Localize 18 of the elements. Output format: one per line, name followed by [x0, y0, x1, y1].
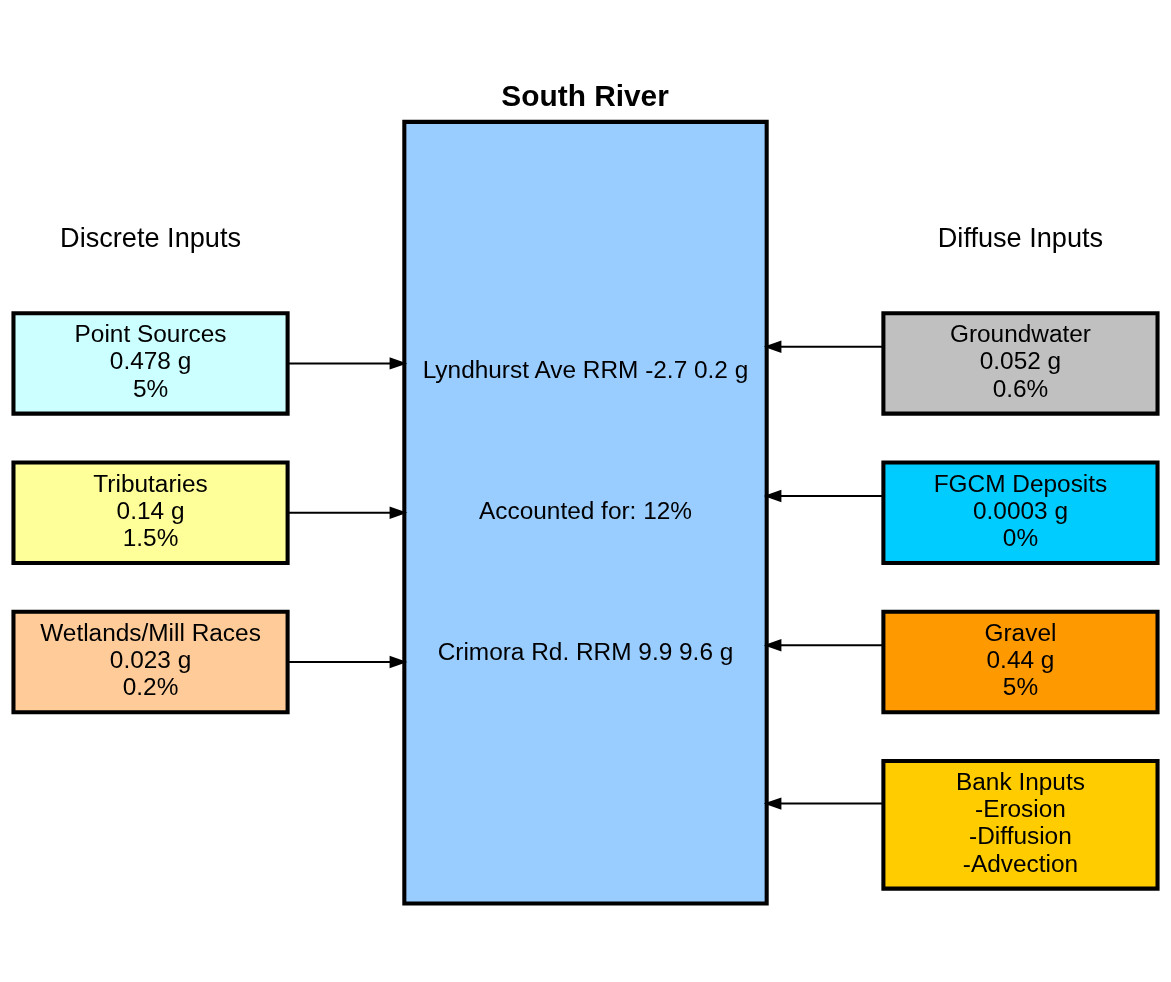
node-box: Lyndhurst Ave RRM -2.7 0.2 g Accounted for: 12% Crimora Rd. RRM 9.9 9.6 g [402, 119, 769, 906]
node-box: Point Sources 0.478 g 5% [11, 311, 290, 416]
arrow [288, 357, 408, 370]
label: Discrete Inputs [60, 221, 241, 253]
diagram-title: South River [501, 79, 669, 113]
node-box: Wetlands/Mill Races 0.023 g 0.2% [11, 609, 290, 715]
label: Diffuse Inputs [937, 221, 1104, 253]
node-box: Gravel 0.44 g 5% [881, 609, 1160, 715]
node-box: FGCM Deposits 0.0003 g 0% [881, 460, 1160, 565]
node-box: Bank Inputs -Erosion -Diffusion -Advection [881, 759, 1160, 891]
arrow [763, 797, 883, 810]
arrow [763, 340, 883, 353]
node-box: Groundwater 0.052 g 0.6% [881, 311, 1160, 416]
arrow [763, 639, 883, 652]
arrow [288, 655, 408, 669]
arrow [763, 489, 883, 503]
arrow [288, 506, 408, 519]
node-box: Tributaries 0.14 g 1.5% [11, 460, 290, 565]
